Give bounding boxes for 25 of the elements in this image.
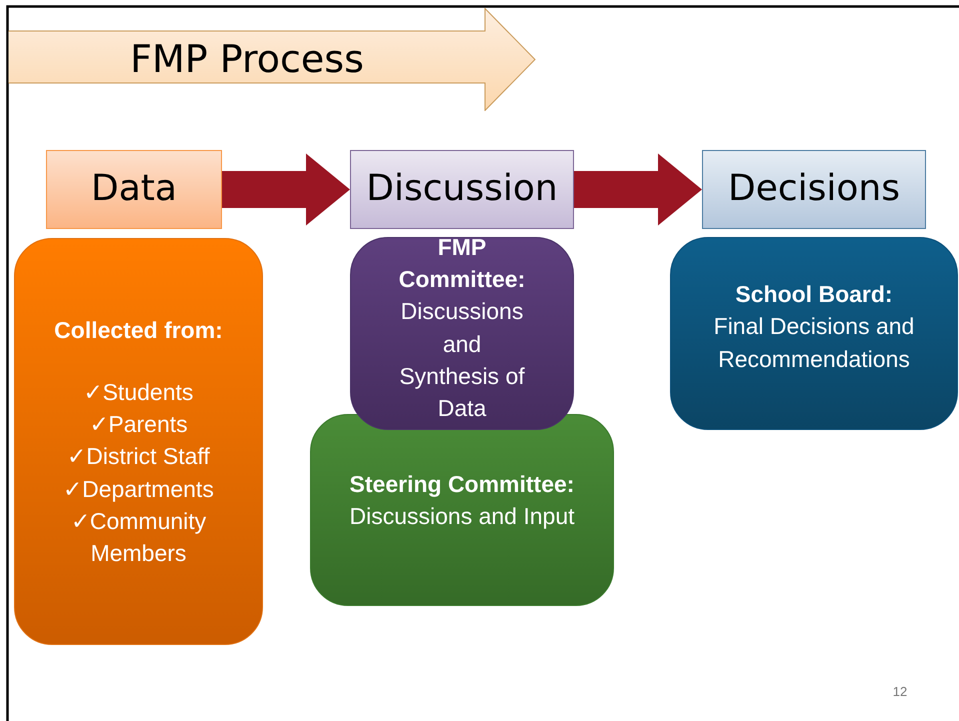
checklist-item: ✓District Staff: [67, 442, 210, 472]
card-heading: School Board:: [735, 280, 893, 310]
card-heading: FMP Committee:: [398, 232, 526, 294]
banner-title: FMP Process: [130, 36, 364, 83]
checklist-item: ✓Students: [84, 378, 194, 408]
card-heading: Collected from:: [54, 316, 223, 345]
page-number: 12: [892, 684, 908, 699]
stage-title: Discussion: [366, 167, 558, 212]
block-arrow: [574, 154, 702, 226]
stage-header: [46, 150, 222, 229]
source-card: [14, 238, 263, 645]
stage-title: Decisions: [728, 167, 900, 212]
stage-title: Data: [91, 167, 177, 212]
committee-card: [350, 237, 574, 430]
checklist-item: ✓Departments: [63, 474, 214, 504]
card-text: Final Decisions and Recommendations: [712, 312, 916, 374]
stage-header: [350, 150, 574, 229]
stage-header: [702, 150, 926, 229]
card-text: Discussions and Input: [349, 502, 574, 531]
block-arrow: [222, 154, 350, 226]
checklist-item: ✓Parents: [89, 410, 188, 440]
card-text: Discussions and Synthesis of Data: [398, 297, 526, 423]
board-card: [670, 237, 958, 430]
checklist-item: ✓Community Members: [70, 506, 208, 568]
card-heading: Steering Committee:: [350, 470, 574, 499]
